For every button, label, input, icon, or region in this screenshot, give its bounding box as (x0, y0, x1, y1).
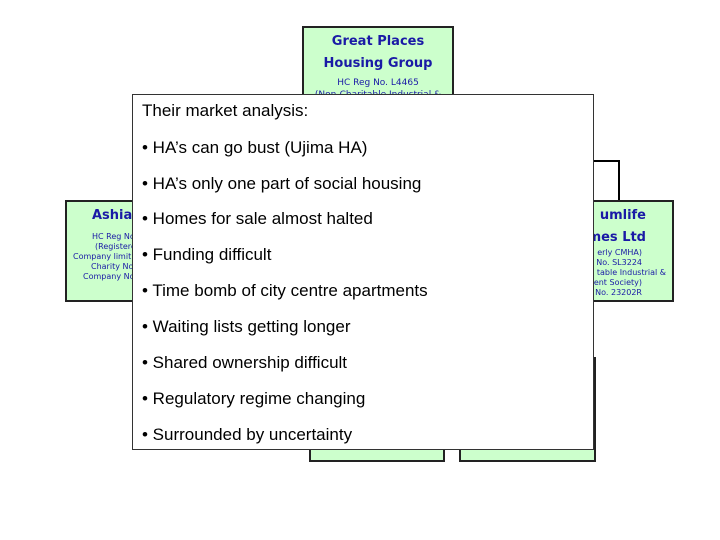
bullet-item: • HA’s only one part of social housing (142, 174, 422, 193)
forumlife-line: erly CMHA) (597, 248, 642, 257)
panel-heading: Their market analysis: (142, 101, 309, 120)
bullet-item: • HA’s can go bust (Ujima HA) (142, 138, 368, 157)
ashiana-line: HC Reg No (92, 232, 135, 241)
forumlife-line: dent Society) (588, 278, 642, 287)
great-places-title-2: Housing Group (323, 56, 433, 71)
great-places-reg: HC Reg No. L4465 (337, 78, 419, 88)
forumlife-line: No. 23202R (595, 288, 642, 297)
bullet-item: • Regulatory regime changing (142, 389, 366, 408)
ashiana-line: (Registere (95, 242, 136, 251)
bullet-item: • Shared ownership difficult (142, 353, 348, 372)
forumlife-title-2: mes Ltd (587, 230, 646, 245)
ashiana-line: Company No (83, 272, 135, 281)
bullet-item: • Homes for sale almost halted (142, 209, 373, 228)
bullet-item: • Time bomb of city centre apartments (142, 281, 428, 300)
bullet-item: • Surrounded by uncertainty (142, 425, 353, 444)
market-analysis-panel: Their market analysis: • HA’s can go bus… (132, 94, 594, 450)
ashiana-title: Ashian (92, 208, 142, 223)
forumlife-line: table Industrial & (596, 268, 666, 277)
bullet-item: • Funding difficult (142, 245, 272, 264)
great-places-title-1: Great Places (331, 34, 425, 49)
forumlife-line: No. SL3224 (596, 258, 642, 267)
ashiana-line: Company limit (73, 252, 132, 261)
forumlife-title-1: umlife (599, 208, 646, 223)
ashiana-line: Charity No (91, 262, 134, 271)
connector-right-drop (618, 160, 620, 200)
bullet-item: • Waiting lists getting longer (142, 317, 351, 336)
